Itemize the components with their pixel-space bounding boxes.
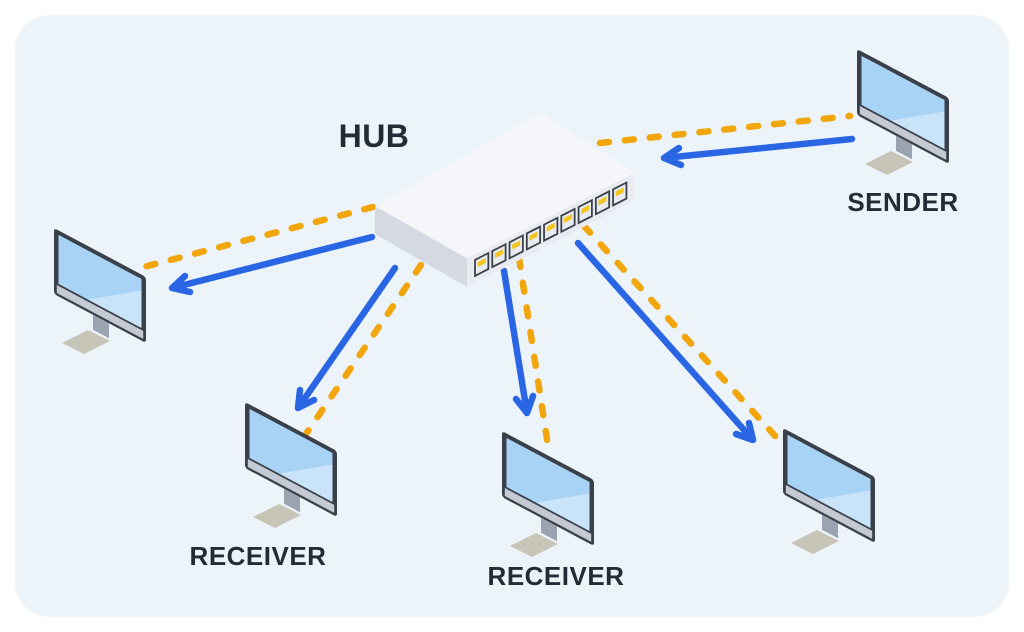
ethernet-port — [543, 216, 559, 243]
flow-arrow-hub-to-computer-right — [574, 239, 757, 444]
monitor-stand — [93, 314, 109, 339]
monitor-icon — [245, 403, 337, 528]
monitor-icon — [783, 429, 875, 554]
screen-glare — [536, 493, 590, 532]
monitor-chin — [56, 284, 144, 339]
screen-glare — [88, 290, 142, 329]
monitor-stand — [541, 517, 557, 542]
ethernet-port — [491, 242, 507, 269]
monitor-chin — [504, 487, 592, 542]
monitor-base — [791, 530, 839, 554]
monitor-base — [510, 533, 558, 557]
cable-sender-hub — [596, 112, 854, 147]
monitor-chin — [859, 105, 947, 160]
screen-glare — [279, 464, 333, 503]
monitor-screen — [787, 434, 871, 529]
monitor-base — [253, 504, 301, 528]
monitor-chin — [247, 458, 335, 513]
monitor-stand — [822, 514, 838, 539]
cables — [132, 112, 854, 456]
cable-hub-receiver-2 — [515, 254, 553, 456]
computer-left — [54, 228, 150, 360]
sender-label: SENDER — [847, 187, 959, 217]
ethernet-port — [577, 198, 593, 225]
monitor-chin — [785, 484, 873, 539]
ethernet-port — [560, 207, 576, 234]
monitor-icon — [54, 229, 146, 354]
monitor-screen — [506, 437, 590, 532]
receiver-1-label: RECEIVER — [189, 541, 327, 571]
ethernet-port — [525, 225, 542, 251]
flow-arrow-hub-to-receiver-1 — [294, 264, 399, 412]
flow-arrow-hub-to-computer-left — [168, 233, 376, 296]
cable-hub-computer-left — [132, 203, 377, 273]
hub-top-face — [375, 112, 634, 259]
hub-side-face — [375, 206, 467, 287]
computer-receiver-2 — [502, 431, 598, 563]
screen-glare — [817, 490, 871, 529]
computer-sender — [857, 49, 953, 181]
data-flow-arrows — [168, 135, 856, 444]
monitor-screen — [58, 234, 142, 329]
hub-device — [375, 112, 634, 287]
monitor-icon — [857, 50, 949, 175]
ethernet-port — [612, 181, 628, 207]
receiver-2-label: RECEIVER — [487, 561, 625, 591]
monitor-icon — [502, 432, 594, 557]
monitor-base — [865, 151, 913, 175]
hub-label: HUB — [338, 118, 410, 154]
monitor-base — [62, 330, 110, 354]
computer-right — [783, 428, 879, 560]
monitor-stand — [284, 488, 300, 513]
monitor-screen — [861, 55, 945, 150]
ethernet-port — [474, 251, 490, 278]
flow-arrow-hub-to-receiver-2 — [500, 267, 537, 417]
flow-arrow-sender-to-hub — [660, 135, 856, 169]
cable-hub-receiver-1 — [302, 261, 425, 438]
screen-glare — [891, 111, 945, 150]
cable-hub-computer-right — [580, 222, 781, 442]
monitor-stand — [896, 135, 912, 160]
computer-receiver-1 — [245, 402, 341, 534]
hub-ports — [474, 181, 628, 278]
monitor-screen — [249, 408, 333, 503]
ethernet-port — [508, 234, 524, 260]
ethernet-port — [594, 189, 611, 216]
